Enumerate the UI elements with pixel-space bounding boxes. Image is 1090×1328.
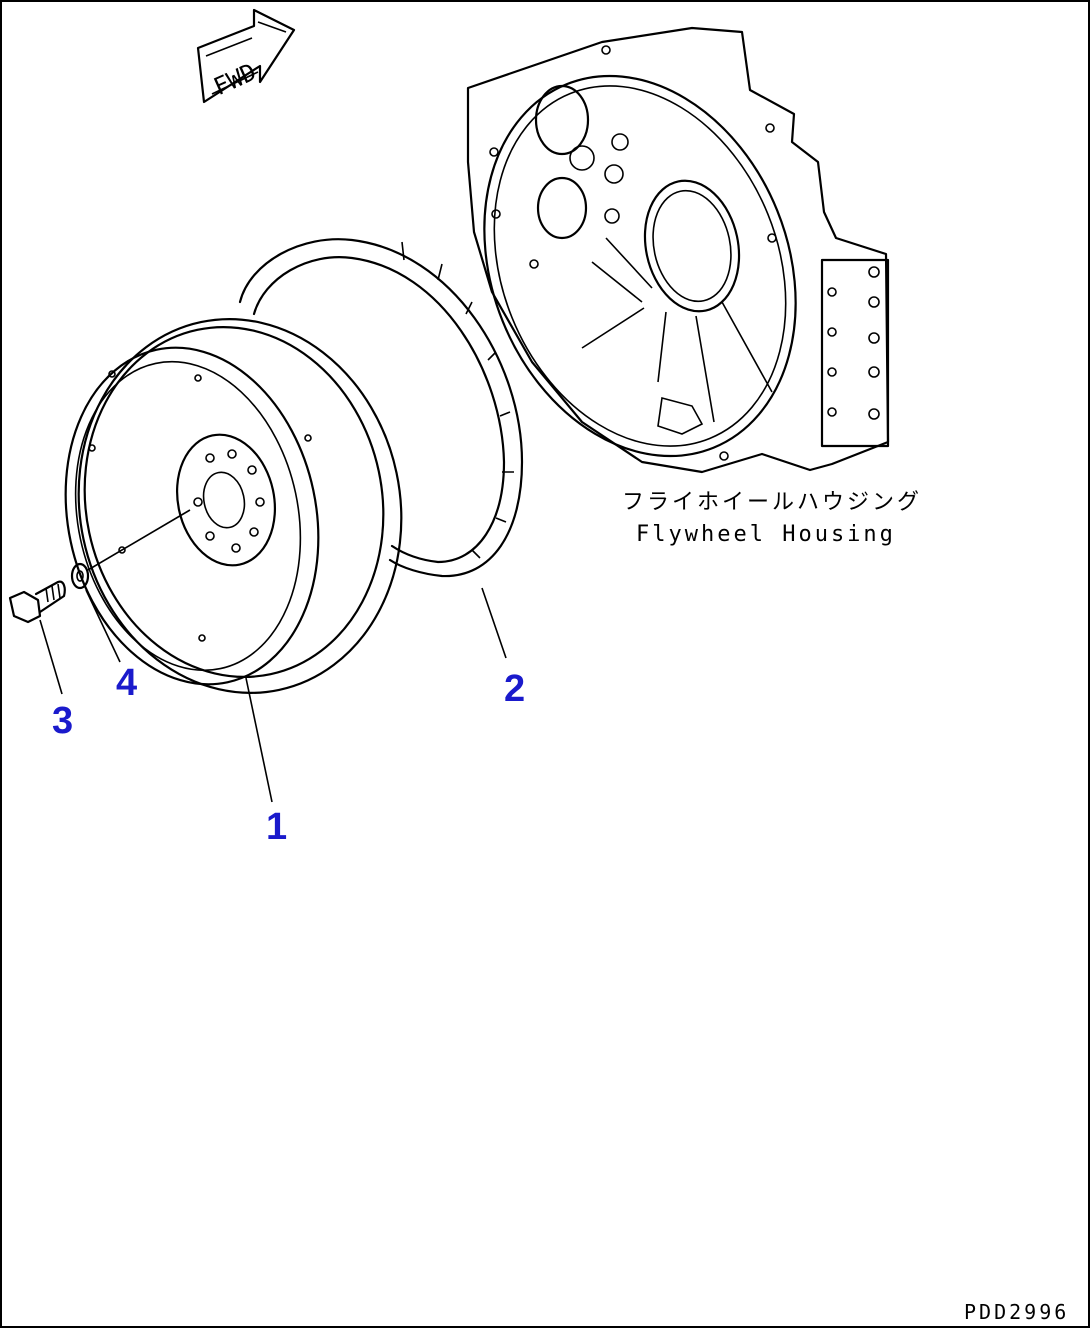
ring-gear bbox=[238, 238, 524, 578]
callout-2: 2 bbox=[504, 668, 526, 710]
drawing-code: PDD2996 bbox=[964, 1300, 1070, 1324]
housing-label-jp: フライホイールハウジング bbox=[622, 490, 923, 515]
callout-1: 1 bbox=[266, 806, 288, 848]
callout-4: 4 bbox=[116, 662, 138, 704]
bolt bbox=[8, 580, 66, 624]
housing-label-en: Flywheel Housing bbox=[636, 522, 896, 547]
leader-lines bbox=[39, 509, 507, 803]
flywheel bbox=[64, 318, 403, 694]
fwd-arrow-label: FWD bbox=[209, 58, 260, 101]
callout-3: 3 bbox=[52, 700, 74, 742]
flywheel-housing bbox=[466, 26, 890, 474]
fwd-arrow-icon: FWD bbox=[196, 8, 296, 104]
washer bbox=[70, 562, 90, 590]
